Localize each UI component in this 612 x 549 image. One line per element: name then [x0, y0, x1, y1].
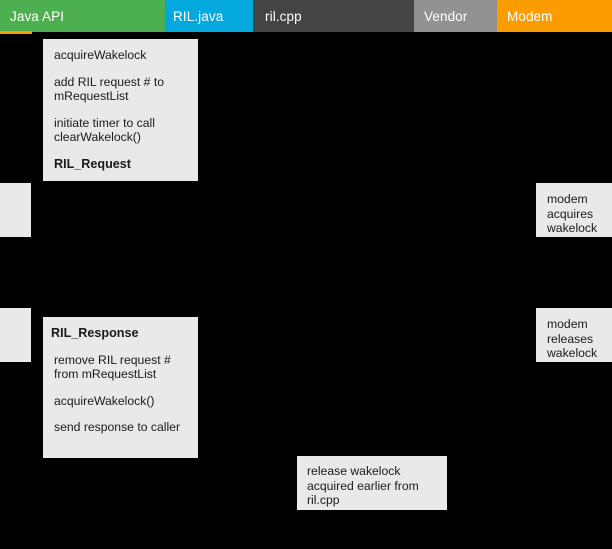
- lane-label-vendor: Vendor: [424, 8, 468, 24]
- note-ril-request-line-3: initiate timer to call clearWakelock(): [54, 115, 155, 145]
- note-ril-response-body: RIL_Response remove RIL request # from m…: [43, 317, 198, 441]
- lane-accent-bar: [0, 31, 32, 34]
- note-release-wakelock[interactable]: release wakelock acquired earlier from r…: [297, 456, 447, 510]
- note-ril-request-body: acquireWakelock add RIL request # to mRe…: [43, 39, 198, 177]
- note-release-wakelock-text: release wakelock acquired earlier from r…: [307, 464, 419, 507]
- lane-label-modem: Modem: [507, 8, 553, 24]
- note-modem-acquires-text: modem acquires wakelock: [547, 192, 598, 235]
- swimlane-header: Java API RIL.java ril.cpp Vendor Modem: [0, 0, 612, 32]
- lane-header-vendor[interactable]: Vendor: [414, 0, 497, 32]
- note-ril-request-title: RIL_Request: [54, 156, 131, 171]
- note-left-stub-bottom-body: [0, 308, 31, 326]
- note-modem-releases-wakelock[interactable]: modem releases wakelock: [536, 308, 612, 362]
- note-left-stub-bottom[interactable]: [0, 308, 31, 362]
- note-ril-response-title: RIL_Response: [51, 326, 139, 340]
- note-modem-releases-text: modem releases wakelock: [547, 317, 598, 360]
- note-ril-request-line-2: add RIL request # to mRequestList: [54, 74, 164, 104]
- lane-header-ril-java[interactable]: RIL.java: [165, 0, 253, 32]
- lane-label-ril-cpp: ril.cpp: [265, 8, 302, 24]
- note-ril-response[interactable]: RIL_Response remove RIL request # from m…: [43, 317, 198, 458]
- lane-header-java-api[interactable]: Java API: [0, 0, 165, 32]
- lane-header-ril-cpp[interactable]: ril.cpp: [253, 0, 414, 32]
- note-ril-request[interactable]: acquireWakelock add RIL request # to mRe…: [43, 39, 198, 181]
- note-ril-response-line-2: acquireWakelock(): [54, 393, 155, 408]
- note-ril-response-line-3: send response to caller: [54, 420, 181, 434]
- note-modem-acquires-wakelock[interactable]: modem acquires wakelock: [536, 183, 612, 237]
- note-ril-request-line-1: acquireWakelock: [54, 48, 147, 62]
- lane-label-java-api: Java API: [10, 8, 65, 24]
- note-left-stub-top[interactable]: [0, 183, 31, 237]
- note-left-stub-top-body: [0, 183, 31, 201]
- note-ril-response-line-1: remove RIL request # from mRequestList: [54, 352, 171, 382]
- lane-label-ril-java: RIL.java: [173, 8, 224, 24]
- lane-header-modem[interactable]: Modem: [497, 0, 612, 32]
